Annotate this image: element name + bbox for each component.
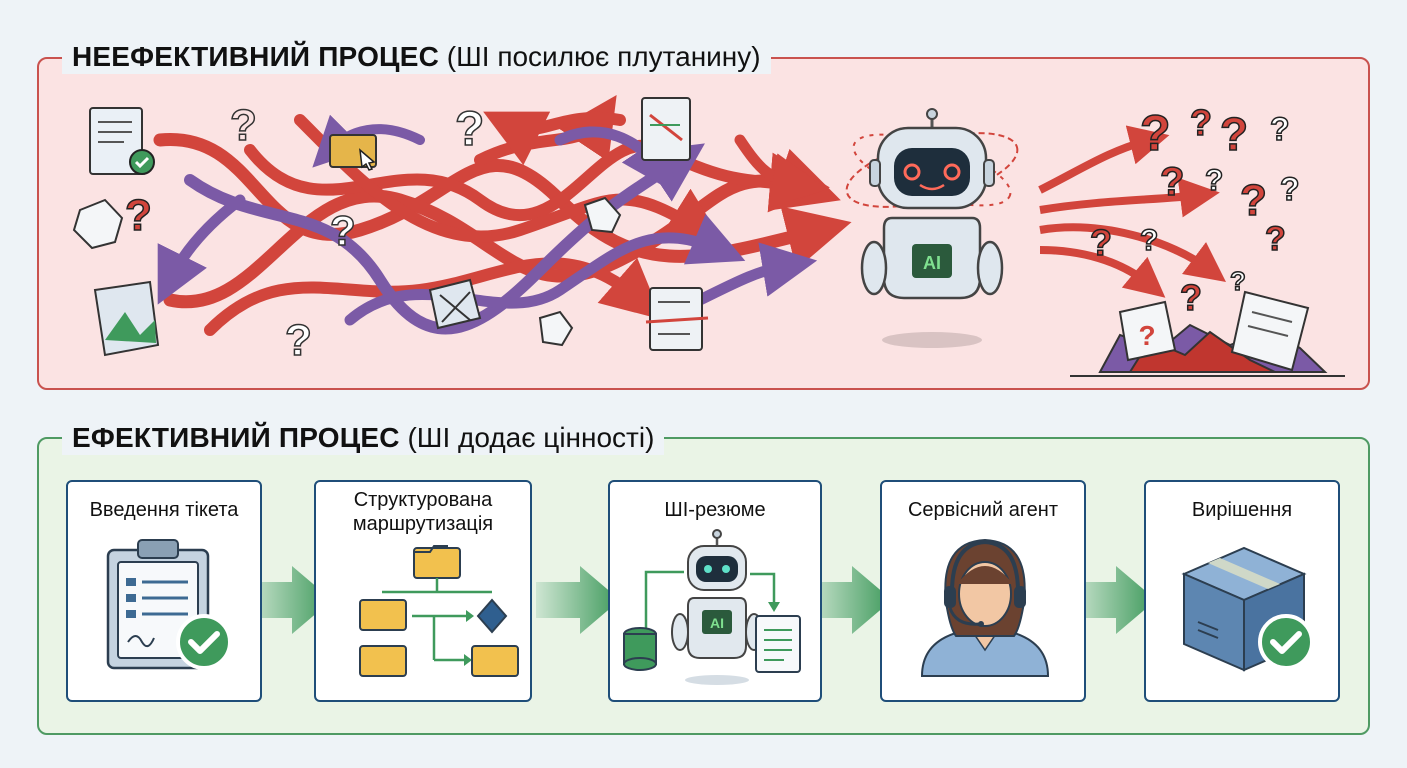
headset-agent-icon — [920, 538, 1050, 677]
ai-robot-summary-icon: AI — [623, 529, 801, 685]
flow-arrow — [806, 566, 892, 634]
chaos-pile: ? — [1070, 290, 1345, 377]
step-label: Структурована маршрутизація — [352, 489, 494, 535]
step-label: Введення тікета — [89, 499, 239, 521]
robot-badge-ai: AI — [710, 615, 724, 631]
svg-text:?: ? — [1140, 105, 1171, 161]
inefficient-title-subtitle: (ШІ посилює плутанину) — [446, 41, 761, 72]
confused-ai-robot: AI — [845, 108, 1019, 348]
broken-image-icon — [93, 280, 160, 357]
efficient-process-title: ЕФЕКТИВНИЙ ПРОЦЕС (ШІ додає цінності) — [62, 421, 665, 455]
crumpled-paper-icon — [72, 196, 622, 347]
document-icon — [89, 107, 155, 175]
svg-text:?: ? — [455, 103, 484, 156]
crossed-envelope-icon — [428, 278, 482, 330]
svg-text:?: ? — [1090, 222, 1112, 263]
step-ticket-intake: Введення тікета — [66, 480, 262, 702]
svg-text:?: ? — [1205, 164, 1223, 197]
svg-text:?: ? — [1240, 176, 1267, 225]
inefficient-title-bold: НЕЕФЕКТИВНИЙ ПРОЦЕС — [72, 41, 439, 72]
svg-text:?: ? — [1230, 266, 1246, 296]
svg-text:?: ? — [1138, 320, 1155, 351]
svg-text:?: ? — [1190, 102, 1212, 143]
svg-text:?: ? — [1265, 220, 1286, 258]
step-label: ШІ-резюме — [664, 499, 766, 521]
folder-routing-icon — [359, 545, 519, 677]
question-marks-left: ? ? ? ? ? — [124, 100, 485, 366]
output-arrows — [1038, 125, 1227, 298]
svg-text:?: ? — [1160, 160, 1184, 204]
step-label: Сервісний агент — [907, 499, 1058, 521]
inefficient-process-title: НЕЕФЕКТИВНИЙ ПРОЦЕС (ШІ посилює плутанин… — [62, 40, 771, 74]
efficient-title-bold: ЕФЕКТИВНИЙ ПРОЦЕС — [72, 422, 400, 453]
svg-text:?: ? — [1140, 224, 1158, 257]
svg-text:?: ? — [230, 101, 257, 150]
step-structured-routing: Структурована маршрутизація — [314, 480, 532, 702]
flow-arrow — [246, 566, 332, 634]
svg-text:?: ? — [1180, 277, 1202, 318]
step-resolution: Вирішення — [1144, 480, 1340, 702]
efficient-title-subtitle: (ШІ додає цінності) — [407, 422, 655, 453]
torn-document-icon — [641, 97, 709, 351]
svg-text:?: ? — [125, 191, 152, 240]
clipboard-check-icon — [106, 539, 232, 670]
svg-text:?: ? — [330, 207, 356, 254]
question-marks-right: ? ? ? ? ? ? ? ? ? ? ? ? ? — [1089, 101, 1300, 319]
flow-arrow — [1070, 566, 1156, 634]
svg-text:?: ? — [1220, 108, 1248, 160]
resolved-box-icon — [1181, 546, 1314, 672]
svg-text:?: ? — [1270, 111, 1290, 147]
robot-badge-ai: AI — [923, 253, 941, 273]
svg-text:?: ? — [285, 316, 312, 365]
svg-text:?: ? — [1280, 171, 1300, 207]
flow-arrow — [536, 566, 620, 634]
step-service-agent: Сервісний агент — [880, 480, 1086, 702]
step-ai-summary: ШІ-резюме AI — [608, 480, 822, 702]
step-label: Вирішення — [1191, 499, 1293, 521]
folder-icon — [329, 134, 377, 171]
